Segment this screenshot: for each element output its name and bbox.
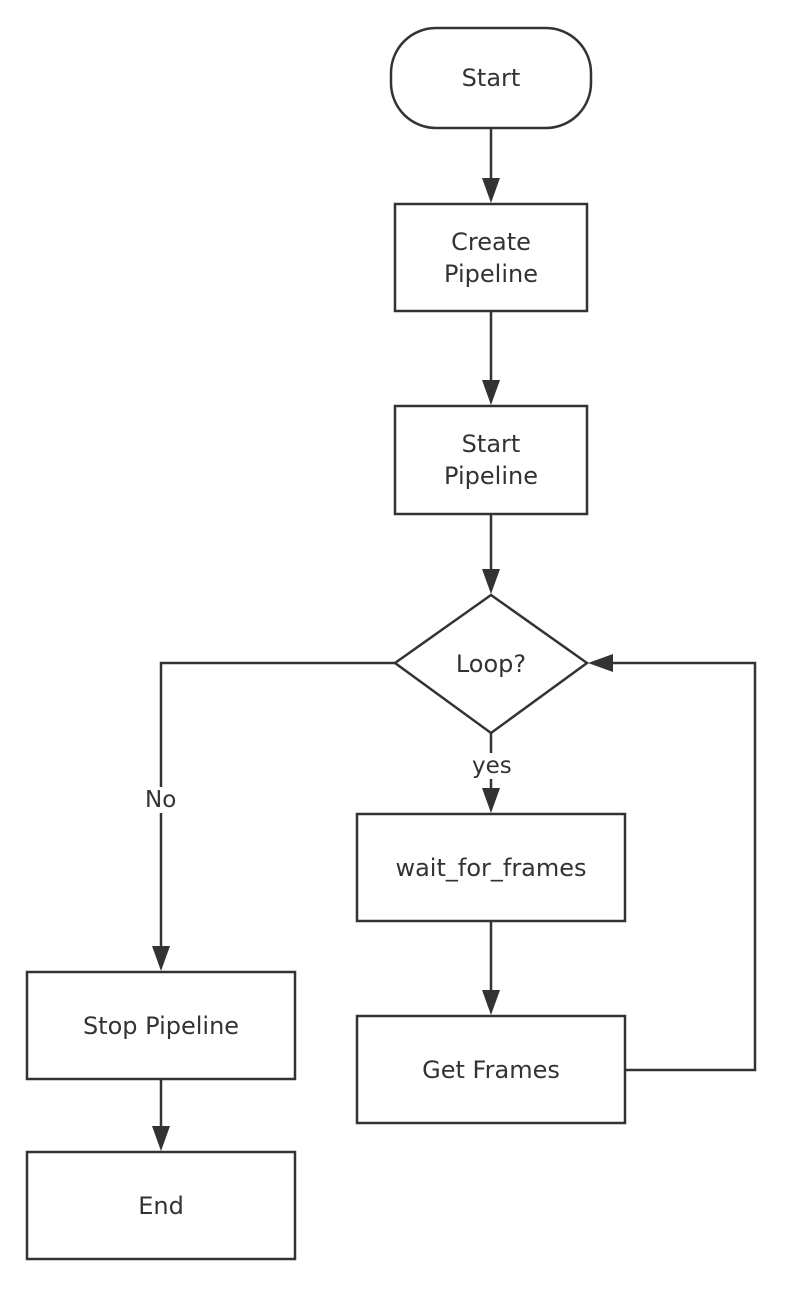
create-pipeline-label: Create Pipeline (444, 227, 538, 288)
stop-pipeline-label: Stop Pipeline (82, 1011, 240, 1040)
get-frames-box (355, 1014, 627, 1125)
arrowhead (482, 788, 500, 813)
wait-for-frames-box (355, 812, 627, 923)
edge-loop-to-stop (159, 661, 395, 948)
start-label: Start (461, 64, 521, 92)
end-box (25, 1150, 297, 1261)
start-pipeline-label: Start Pipeline (444, 430, 538, 490)
arrowhead (152, 946, 170, 971)
start-pipeline-box (393, 404, 589, 516)
get-frames-label: Get Frames (422, 1055, 560, 1084)
arrowhead (482, 380, 500, 405)
stop-pipeline-box (25, 970, 297, 1081)
arrowhead (482, 990, 500, 1015)
arrowhead (482, 569, 500, 594)
arrowhead (482, 178, 500, 203)
arrowhead (152, 1126, 170, 1151)
edge-get-back-to-loop (611, 661, 757, 1072)
loop-label: Loop? (455, 650, 527, 678)
edge-label-no: No (143, 787, 179, 813)
wait-for-frames-label: wait_for_frames (395, 853, 587, 882)
edge-label-yes: yes (470, 753, 514, 779)
create-pipeline-box (393, 202, 589, 313)
end-label: End (138, 1191, 184, 1220)
arrowhead (588, 654, 613, 672)
